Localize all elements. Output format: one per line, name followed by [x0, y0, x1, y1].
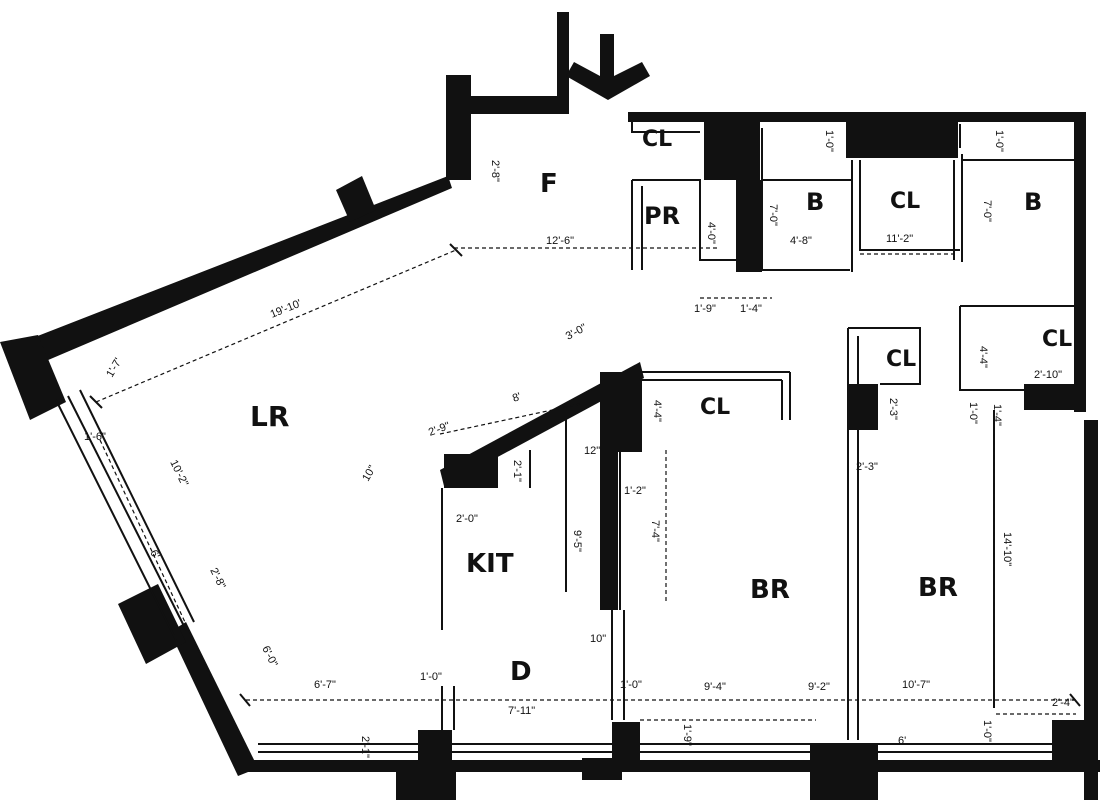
- dim-kit-opening: 2'-9": [427, 420, 452, 439]
- dim-kit-offset: 8': [511, 391, 523, 405]
- dim-lr-wall-corner: 1'-6": [84, 431, 106, 443]
- dim-br1-width: 9'-4": [704, 681, 726, 693]
- dim-br2-side: 2'-4": [1052, 697, 1074, 709]
- dim-br2-small: 6': [898, 735, 906, 747]
- room-label-bath-2: B: [1024, 188, 1042, 216]
- room-label-closet-br1: CL: [700, 395, 730, 420]
- room-label-closet-hall: CL: [886, 347, 916, 372]
- dim-cl-hall-small: 1'-0": [967, 402, 979, 424]
- room-label-kitchen: KIT: [466, 549, 514, 579]
- dimension-lines: [89, 243, 1081, 721]
- room-label-closet-center: CL: [890, 189, 920, 214]
- dim-br1-corner: 10": [590, 633, 606, 645]
- dim-kit-length: 9'-5": [571, 530, 583, 552]
- dim-br2-sill: 1'-0": [981, 720, 993, 742]
- dim-br2-pier: 2'-3": [856, 461, 878, 473]
- room-label-closet-right: CL: [1042, 327, 1072, 352]
- dim-foyer-depth: 2'-8": [489, 160, 501, 182]
- room-label-living-room: LR: [250, 400, 289, 433]
- dim-br1-pier-b: 1'-0": [620, 679, 642, 691]
- dim-br2-closet: 2'-3": [887, 398, 899, 420]
- exterior-walls: [0, 12, 1100, 800]
- room-label-powder-room: PR: [644, 202, 680, 230]
- dim-bath2-small: 1'-0": [993, 130, 1005, 152]
- room-label-bath-1: B: [806, 188, 824, 216]
- dim-bath1-small: 1'-0": [823, 130, 835, 152]
- dim-kit-small: 10": [360, 463, 379, 483]
- dim-br1-length: 7'-4": [649, 520, 661, 542]
- dim-br2-length: 14'-10": [1001, 532, 1013, 566]
- dim-kit-width: 2'-0": [456, 513, 478, 525]
- dim-bath2-depth: 7'-0": [981, 200, 993, 222]
- room-label-closet-entry: CL: [642, 127, 672, 152]
- dim-d-pier: 1'-0": [420, 671, 442, 683]
- dim-lr-width: 10'-2": [167, 458, 190, 489]
- room-label-bedroom-2: BR: [918, 573, 958, 603]
- dim-cl-br1-depth: 4'-4": [651, 400, 663, 422]
- dim-br1-pier-a: 1'-2": [624, 485, 646, 497]
- dim-lr-window: 2'-8": [207, 566, 227, 591]
- dim-pr-w2: 1'-4": [740, 303, 762, 315]
- window-left: [55, 389, 195, 641]
- dim-lr-diag: 3'-0": [564, 322, 589, 343]
- dim-cl-right-width: 2'-10": [1034, 369, 1062, 381]
- dim-br1-sill: 1'-9": [681, 724, 693, 746]
- dimension-labels: 2'-8" 12'-6" 19'-10' 1'-7' 1'-6" 10'-2" …: [84, 130, 1074, 758]
- dim-foyer-width: 12'-6": [546, 235, 574, 247]
- dim-d-width-a: 6'-7": [314, 679, 336, 691]
- window-bottom: [258, 743, 1080, 753]
- dim-br1-wall: 9'-2": [808, 681, 830, 693]
- interior-walls: [440, 34, 1074, 740]
- dim-lr-wall-short: 1'-7': [104, 356, 124, 379]
- dim-pr-depth: 4'-0": [705, 222, 717, 244]
- dim-bath1-width: 4'-8": [790, 235, 812, 247]
- room-label-foyer: F: [540, 169, 558, 199]
- room-label-dining: D: [510, 657, 532, 687]
- dim-br2-width: 10'-7": [902, 679, 930, 691]
- dim-bath1-depth: 7'-0": [767, 204, 779, 226]
- dim-br2-corner: 1'-4": [991, 404, 1003, 426]
- dim-pr-w1: 1'-9": [694, 303, 716, 315]
- dim-cl-right-depth: 4'-4": [977, 346, 989, 368]
- dim-d-sill: 2'-1": [359, 736, 371, 758]
- dim-kit-counter: 2'-1": [511, 460, 523, 482]
- dim-closet-width: 11'-2": [886, 233, 913, 245]
- room-label-bedroom-1: BR: [750, 575, 790, 605]
- room-labels: F LR KIT D PR B B CL CL CL CL CL BR BR: [250, 127, 1072, 687]
- dim-kit-corner: 12": [584, 445, 600, 457]
- dim-lr-lower: 6'-0": [259, 644, 279, 669]
- dim-d-width-b: 7'-11": [508, 705, 535, 717]
